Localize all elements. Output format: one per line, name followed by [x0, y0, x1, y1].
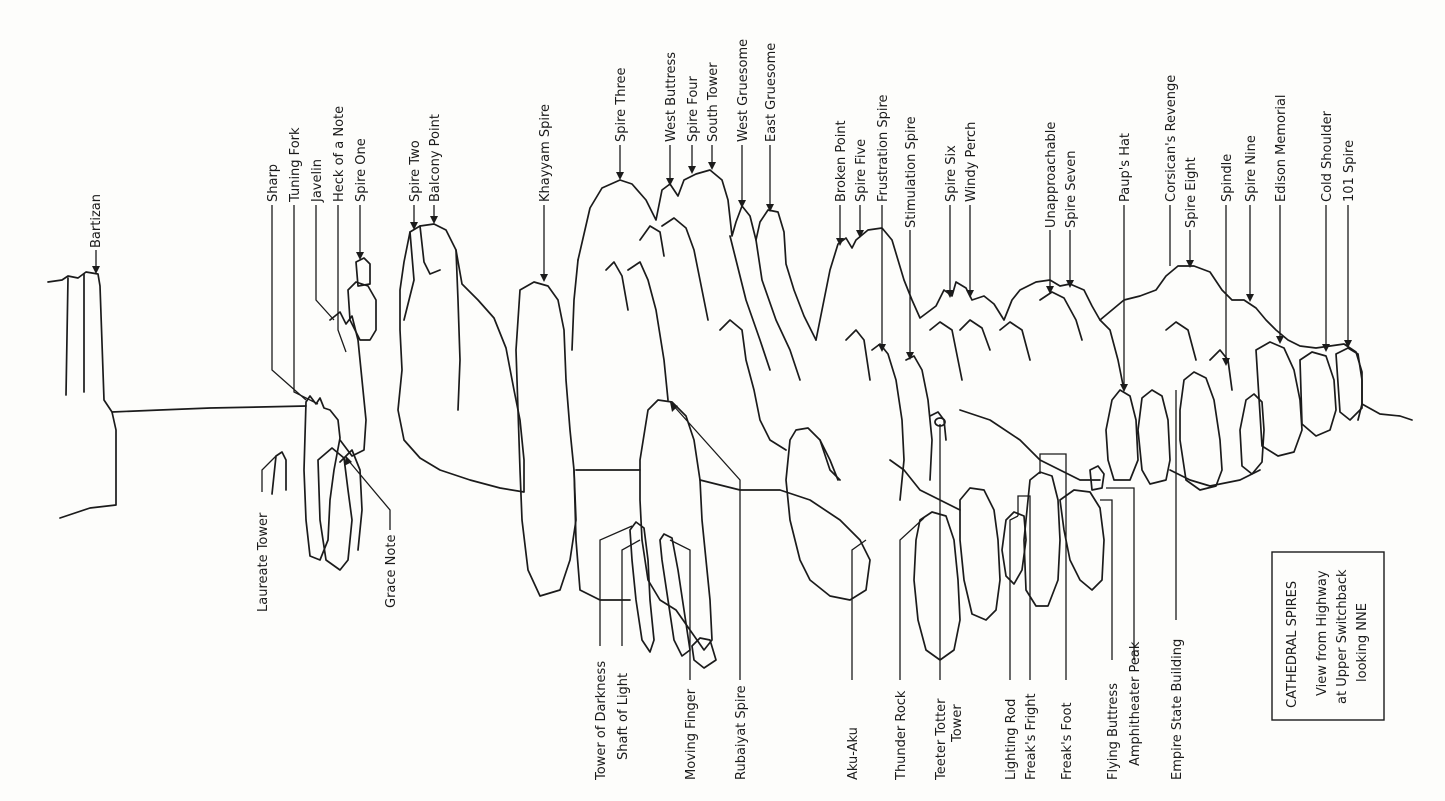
label-broken-point: Broken Point — [834, 120, 849, 202]
legend-line-1: View from Highway — [1315, 570, 1330, 696]
label-sharp: Sharp — [266, 164, 281, 202]
label-spire-eight: Spire Eight — [1184, 157, 1199, 228]
label-spire-two: Spire Two — [408, 140, 423, 202]
label-teeter-totter: Teeter Totter — [934, 698, 949, 781]
label-javelin: Javelin — [310, 159, 325, 203]
label-tuning-fork: Tuning Fork — [288, 127, 303, 203]
label-spire-six: Spire Six — [944, 145, 959, 202]
legend: CATHEDRAL SPIRES View from Highway at Up… — [1271, 551, 1385, 721]
label-stimulation-spire: Stimulation Spire — [904, 116, 919, 228]
label-lighting-rod: Lighting Rod — [1004, 699, 1019, 780]
label-edison-memorial: Edison Memorial — [1274, 94, 1289, 202]
legend-title: CATHEDRAL SPIRES — [1285, 581, 1300, 708]
label-spire-nine: Spire Nine — [1244, 135, 1259, 202]
label-spire-three: Spire Three — [614, 67, 629, 142]
label-aku-aku: Aku-Aku — [846, 727, 861, 780]
label-spire-seven: Spire Seven — [1064, 151, 1079, 229]
label-west-buttress: West Buttress — [664, 52, 679, 142]
bottom-labels: Laureate Tower Grace Note Tower of Darkn… — [256, 512, 1185, 781]
label-tower-of-darkness: Tower of Darkness — [594, 661, 609, 781]
label-empire-state-building: Empire State Building — [1170, 639, 1185, 780]
label-south-tower: South Tower — [706, 62, 721, 142]
label-laureate-tower: Laureate Tower — [256, 512, 271, 612]
label-unapproachable: Unapproachable — [1044, 122, 1059, 228]
label-paups-hat: Paup's Hat — [1118, 133, 1133, 202]
leader-lines — [92, 145, 1352, 680]
label-east-gruesome: East Gruesome — [764, 43, 779, 142]
label-spire-five: Spire Five — [854, 139, 869, 202]
label-frustration-spire: Frustration Spire — [876, 94, 891, 202]
label-spindle: Spindle — [1220, 154, 1235, 202]
label-grace-note: Grace Note — [384, 535, 399, 608]
label-bartizan: Bartizan — [89, 194, 104, 248]
label-west-gruesome: West Gruesome — [736, 39, 751, 142]
label-shaft-of-light: Shaft of Light — [616, 673, 631, 760]
label-thunder-rock: Thunder Rock — [894, 690, 909, 781]
label-khayyam-spire: Khayyam Spire — [538, 104, 553, 202]
label-corsicans-revenge: Corsican's Revenge — [1164, 75, 1179, 202]
legend-border — [1271, 551, 1385, 721]
label-moving-finger: Moving Finger — [684, 688, 699, 780]
label-balcony-point: Balcony Point — [428, 114, 443, 202]
top-labels: Bartizan Sharp Tuning Fork Javelin Heck … — [89, 39, 1357, 248]
label-freaks-fright: Freak's Fright — [1024, 693, 1039, 780]
label-amphitheater-peak: Amphitheater Peak — [1128, 641, 1143, 766]
legend-line-3: looking NNE — [1355, 603, 1370, 682]
legend-line-2: at Upper Switchback — [1335, 569, 1350, 704]
label-spire-four: Spire Four — [686, 75, 701, 142]
label-heck-of-a-note: Heck of a Note — [332, 106, 347, 202]
label-freaks-foot: Freak's Foot — [1060, 702, 1075, 780]
label-teeter-totter-tower: Tower — [950, 704, 965, 743]
rock-outlines — [47, 169, 1413, 669]
label-flying-buttress: Flying Buttress — [1106, 683, 1121, 780]
label-rubaiyat-spire: Rubaiyat Spire — [734, 685, 749, 780]
label-windy-perch: Windy Perch — [964, 122, 979, 202]
label-spire-one: Spire One — [354, 138, 369, 202]
label-101-spire: 101 Spire — [1342, 140, 1357, 202]
label-cold-shoulder: Cold Shoulder — [1320, 110, 1335, 202]
